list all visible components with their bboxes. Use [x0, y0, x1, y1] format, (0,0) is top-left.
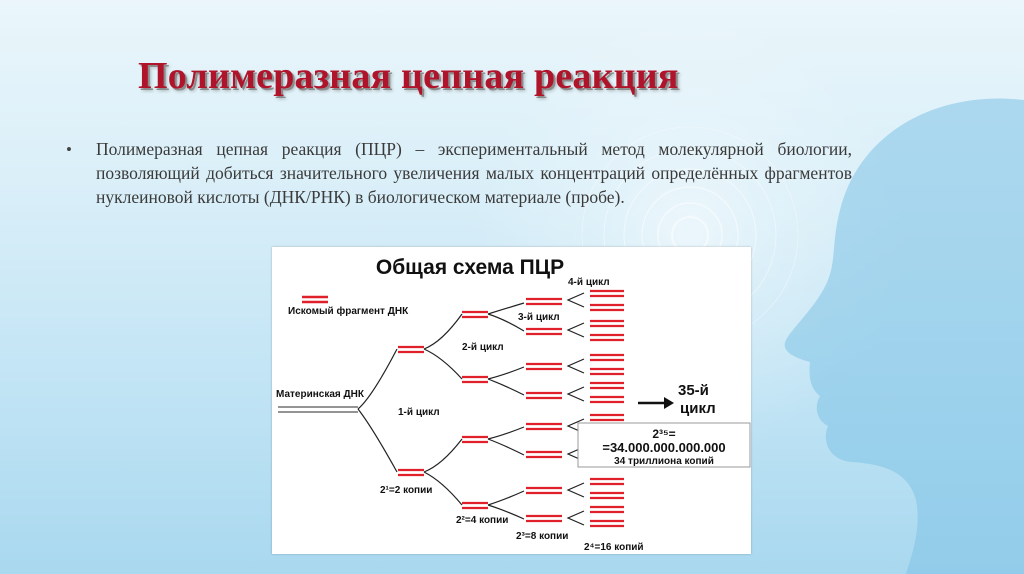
cycle1-copies — [398, 345, 424, 477]
pcr-diagram-panel: Общая схема ПЦР Искомый фрагмент ДНК Мат… — [272, 247, 751, 554]
result-power-text: 2³⁵= — [652, 427, 675, 441]
cycle35-label-line1: 35-й — [678, 382, 709, 399]
cycle4-copies — [590, 289, 624, 528]
slide-title: Полимеразная цепная реакция — [138, 55, 679, 97]
diagram-title: Общая схема ПЦР — [376, 256, 564, 279]
definition-paragraph: Полимеразная цепная реакция (ПЦР) – эксп… — [96, 139, 852, 207]
legend-fragment-icon — [302, 295, 328, 304]
copies-2-label: 2¹=2 копии — [380, 485, 432, 496]
bullet-marker: • — [66, 140, 72, 159]
arrow-right-icon — [638, 397, 674, 409]
copies-16-label: 2⁴=16 копий — [584, 542, 644, 553]
head-silhouette-decoration — [784, 98, 1024, 574]
cycle4-label: 4-й цикл — [568, 277, 610, 288]
cycle1-label: 1-й цикл — [398, 407, 440, 418]
legend-fragment-label: Искомый фрагмент ДНК — [288, 305, 409, 317]
maternal-dna-label: Материнская ДНК — [276, 389, 365, 400]
cycle35-label-line2: цикл — [680, 400, 716, 417]
result-box — [577, 422, 751, 468]
cycle2-copies — [462, 310, 488, 510]
branch-connectors — [357, 292, 585, 526]
copies-8-label: 2³=8 копии — [516, 531, 568, 542]
cycle3-label: 3-й цикл — [518, 312, 560, 323]
cycle2-label: 2-й цикл — [462, 342, 504, 353]
pcr-scheme-svg: Общая схема ПЦР Искомый фрагмент ДНК Мат… — [276, 256, 751, 553]
result-number-text: =34.000.000.000.000 — [602, 440, 725, 455]
maternal-dna-strand — [278, 406, 358, 413]
copies-4-label: 2²=4 копии — [456, 515, 508, 526]
result-trillion-text: 34 триллиона копий — [614, 456, 714, 467]
cycle3-copies — [526, 297, 562, 523]
